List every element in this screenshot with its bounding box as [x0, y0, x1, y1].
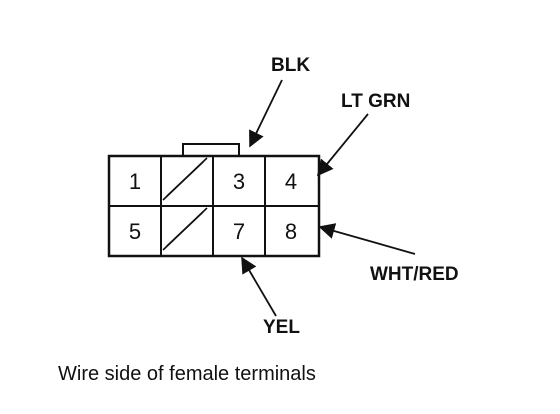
diagram-caption: Wire side of female terminals — [58, 363, 316, 385]
wht-red-wire-label: WHT/RED — [370, 264, 459, 285]
wht-red-arrow — [318, 223, 416, 255]
pin-number-5: 5 — [129, 219, 141, 244]
cavity-grid — [109, 156, 319, 256]
pin-number-3: 3 — [233, 169, 245, 194]
pin-number-7: 7 — [233, 219, 245, 244]
empty-cavity-slash — [162, 157, 208, 201]
pin-number-4: 4 — [285, 169, 297, 194]
empty-cavity-slash — [162, 207, 208, 251]
yel-wire-label: YEL — [263, 317, 300, 338]
yel-arrow — [241, 256, 277, 317]
pin-number-group: 1 3 4 5 7 8 — [129, 169, 297, 244]
wire-callouts — [241, 79, 416, 317]
blk-arrow — [249, 79, 283, 148]
pin-number-8: 8 — [285, 219, 297, 244]
lt-grn-wire-label: LT GRN — [341, 91, 410, 112]
pin-number-1: 1 — [129, 169, 141, 194]
connector-lock-tab — [182, 143, 240, 157]
lt-grn-arrow — [316, 113, 369, 177]
empty-cavity-group — [162, 157, 208, 251]
blk-wire-label: BLK — [271, 55, 310, 76]
